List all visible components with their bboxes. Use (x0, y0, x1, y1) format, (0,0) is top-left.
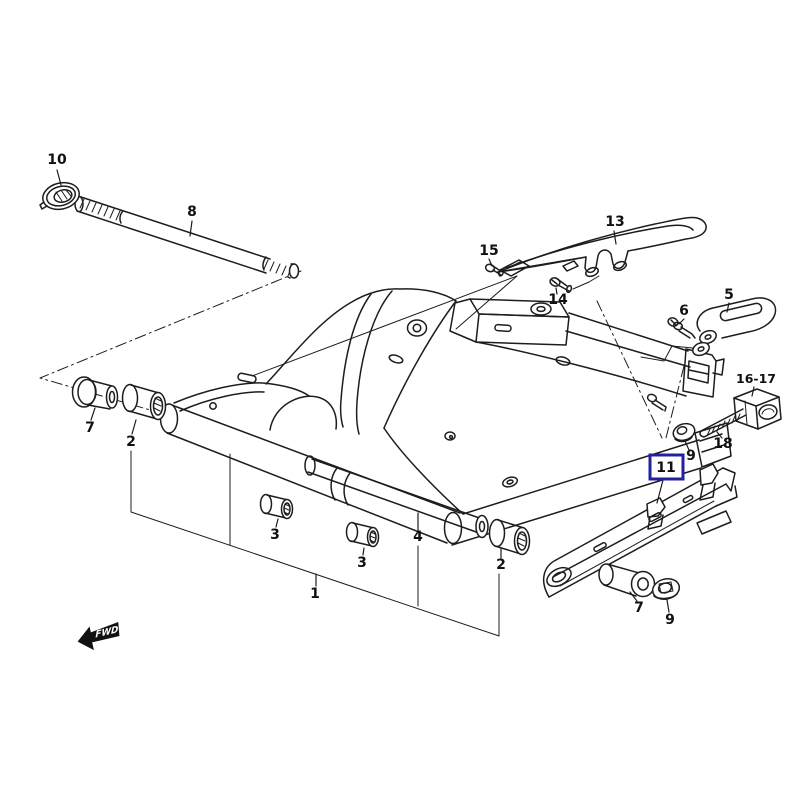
adjuster-align-line-2 (665, 365, 685, 439)
axle-end-upper (682, 348, 717, 398)
leader-line-10 (56, 169, 62, 186)
part-1-bracket-line (130, 450, 500, 637)
fwd-direction-arrow: FWD (77, 621, 120, 651)
part-6-bolt (667, 317, 696, 339)
part-label-3-rear[interactable]: 3 (357, 555, 367, 571)
leader-line-18 (716, 431, 723, 439)
arm-small-hole (209, 402, 217, 410)
pivot-tube-right-cap (443, 511, 463, 545)
gusset-boss-hole (406, 319, 428, 337)
part-label-13[interactable]: 13 (605, 214, 624, 230)
leader-line-13 (613, 230, 617, 245)
leader-line-3-rear (362, 547, 365, 556)
part-16-17-adjuster-block (733, 388, 782, 430)
chain-guard-align-line (251, 275, 518, 377)
leader-line-16-17 (751, 386, 755, 397)
part-10-cap (39, 181, 80, 211)
part-8-pivot-shaft (74, 195, 300, 279)
part-label-5[interactable]: 5 (724, 287, 734, 303)
chain-guard-align-line-2 (455, 275, 518, 330)
part-label-3-front[interactable]: 3 (270, 527, 280, 543)
leader-line-3-front (275, 518, 279, 528)
part-label-11[interactable]: 11 (656, 460, 675, 476)
label-leader-lines (56, 169, 755, 613)
part-label-10[interactable]: 10 (47, 152, 67, 168)
part-14-bolt (549, 277, 573, 294)
leader-line-6 (678, 318, 685, 325)
axle-end-lower (694, 422, 732, 468)
leader-line-11 (656, 479, 664, 504)
part-label-2-left[interactable]: 2 (126, 434, 136, 450)
part-label-9-lower[interactable]: 9 (665, 612, 675, 628)
leader-line-8 (189, 220, 193, 237)
part-label-2-right[interactable]: 2 (496, 557, 506, 573)
part-label-7-right[interactable]: 7 (634, 600, 644, 616)
bolt-14-align-line (572, 275, 600, 290)
adjuster-align-line (596, 300, 663, 439)
part-9-lower-nut (651, 578, 681, 600)
part-3-rear-bushing (345, 521, 380, 548)
part-label-1[interactable]: 1 (310, 586, 320, 602)
part-label-15[interactable]: 15 (479, 243, 498, 259)
part-label-18[interactable]: 18 (713, 436, 732, 452)
part-label-7-left[interactable]: 7 (85, 420, 95, 436)
leader-line-7-left (90, 407, 96, 421)
part-2-left-bushing (121, 383, 167, 421)
part-9-upper-nut (672, 422, 696, 443)
shaft-knurl-right (263, 259, 292, 277)
leader-line-9-upper (684, 440, 690, 451)
guard-front-tab (499, 259, 530, 277)
leader-line-9-lower (666, 599, 670, 613)
leader-line-14 (555, 287, 558, 295)
part-2-right-bushing (488, 518, 531, 556)
part-5-align-line (640, 345, 704, 362)
shaft-knurl-left (79, 198, 121, 221)
part-label-14[interactable]: 14 (548, 292, 568, 308)
part-4-spacer-tube (304, 455, 489, 539)
part-7-right-spacer (598, 563, 656, 598)
part-18-adjuster-bolt (699, 408, 747, 438)
fwd-arrow-shape (77, 621, 120, 651)
part-label-6[interactable]: 6 (679, 303, 689, 319)
part-label-8[interactable]: 8 (187, 204, 197, 220)
part-7-left-collar (71, 376, 119, 410)
leader-line-7-right (629, 591, 638, 602)
part-label-9-upper[interactable]: 9 (686, 448, 696, 464)
adjuster-stud (646, 393, 658, 403)
part-5-adjuster-plate (692, 297, 777, 357)
part-label-4[interactable]: 4 (413, 529, 423, 545)
arm-slot-hole (237, 372, 257, 384)
selected-part-highlight-box[interactable] (648, 453, 685, 481)
part-3-front-bushing (259, 493, 294, 520)
leader-line-5 (726, 302, 730, 313)
leader-line-2-left (131, 419, 137, 435)
part-13-chain-guard (497, 216, 707, 278)
leader-line-15 (488, 258, 493, 267)
swingarm-body (159, 288, 732, 546)
part-11-chain-buffer (542, 463, 738, 598)
part-15-bolt (484, 263, 504, 277)
part-label-16-17[interactable]: 16-17 (736, 371, 776, 386)
